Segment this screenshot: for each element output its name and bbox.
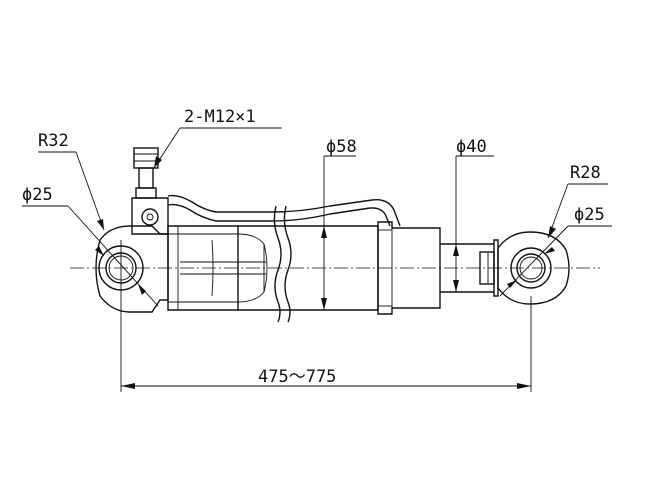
left-bore-label: ϕ25 <box>22 185 53 205</box>
length-dimension-label: 475～775 <box>258 367 336 387</box>
left-radius-label: R32 <box>38 131 69 151</box>
barrel-diameter-label: ϕ58 <box>326 137 357 157</box>
left-bore-leader <box>22 205 159 307</box>
length-dimension <box>120 296 532 392</box>
cylinder-body <box>167 205 441 323</box>
rod-diameter-label: ϕ40 <box>456 137 487 157</box>
right-eye-mount <box>497 231 570 305</box>
thread-leader <box>153 127 282 169</box>
right-radius-leader <box>547 183 608 239</box>
thread-label: 2-M12×1 <box>184 107 256 127</box>
right-bore-label: ϕ25 <box>574 205 605 225</box>
barrel-diameter-dimension <box>321 155 356 310</box>
oil-pipe <box>167 194 401 227</box>
left-radius-leader <box>38 151 105 231</box>
left-eye-mount <box>95 225 169 313</box>
port-fitting <box>131 147 169 235</box>
rod-diameter-dimension <box>453 155 494 292</box>
right-radius-label: R28 <box>570 163 601 183</box>
piston-rod <box>440 239 499 297</box>
right-bore-leader <box>499 225 612 297</box>
